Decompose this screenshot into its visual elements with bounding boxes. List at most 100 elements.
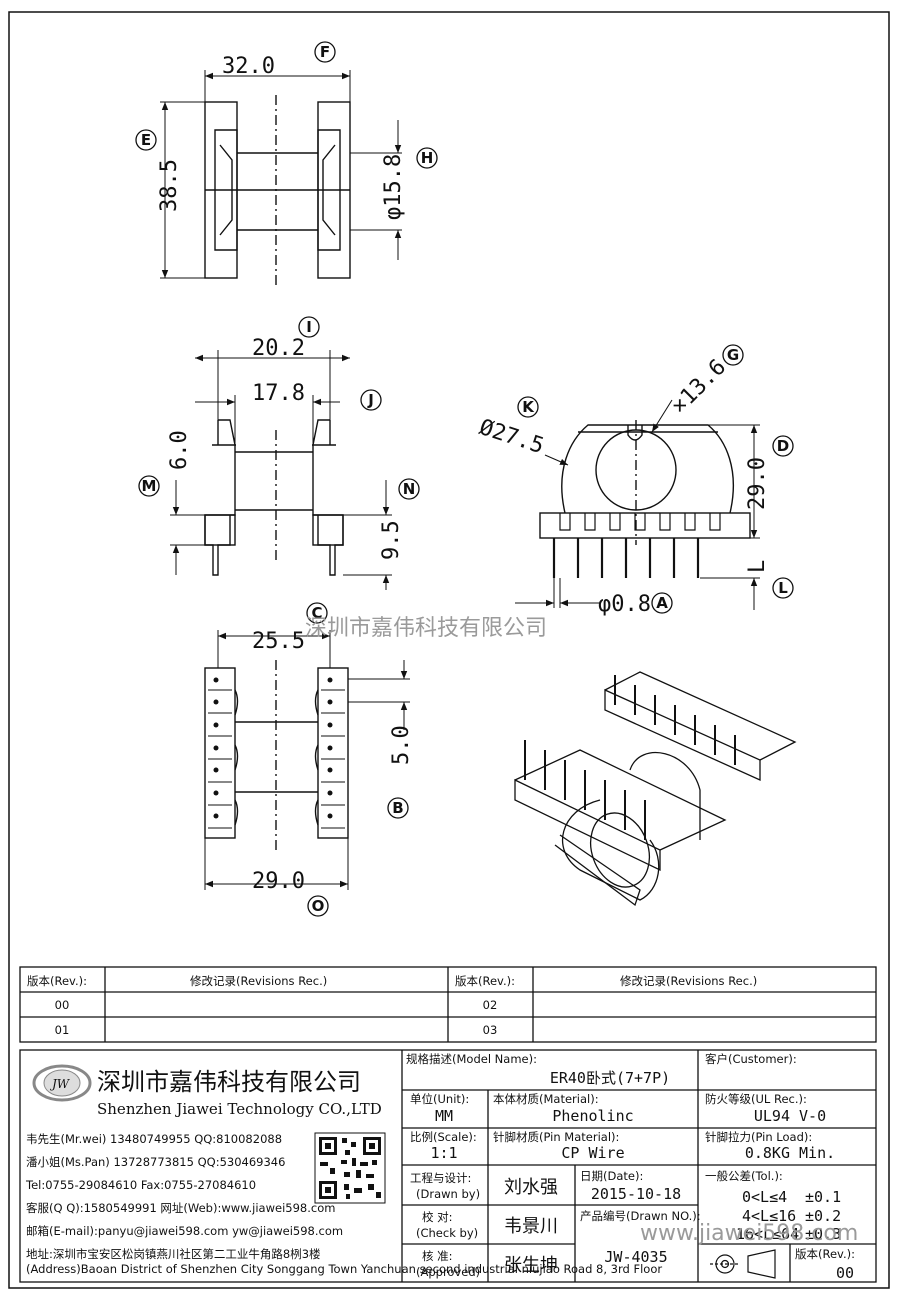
pin-material-value: CP Wire	[561, 1144, 624, 1162]
date-label: 日期(Date):	[580, 1169, 643, 1183]
callout-a: A	[656, 594, 668, 612]
contact-qq-web: 客服(Q Q):1580549991 网址(Web):www.jiawei598…	[26, 1201, 335, 1215]
material-value: Phenolinc	[552, 1107, 633, 1125]
isometric-view	[514, 671, 797, 907]
rev-row-1-rev: 00	[55, 998, 70, 1012]
tol-value-2: ±0.2	[805, 1207, 841, 1225]
callout-i: I	[306, 318, 312, 336]
company-logo: JW	[32, 1064, 92, 1102]
tol-value-3: ±0.3	[805, 1225, 841, 1243]
dim-bottom-top: 25.5	[252, 629, 305, 654]
sheet-border	[8, 11, 890, 1289]
dim-top-diameter: φ15.8	[381, 154, 406, 220]
callout-c: C	[311, 604, 322, 622]
tol-label: 一般公差(Tol.):	[705, 1169, 783, 1183]
dim-side-left: 6.0	[167, 430, 192, 470]
model-value: ER40卧式(7+7P)	[550, 1069, 670, 1087]
callout-e: E	[141, 131, 151, 149]
callout-b: B	[392, 799, 403, 817]
material-label: 本体材质(Material):	[493, 1092, 599, 1106]
top-view	[160, 70, 402, 285]
rev-row-2-rev2: 03	[483, 1023, 498, 1037]
dim-top-width: 32.0	[222, 54, 275, 79]
drawn-label-en: (Drawn by)	[416, 1187, 480, 1201]
dim-front-inner-dia: ×13.6	[667, 355, 732, 420]
address-en: (Address)Baoan District of Shenzhen City…	[26, 1262, 662, 1276]
rev-header-3: 版本(Rev.):	[455, 974, 515, 988]
dim-front-l: L	[745, 560, 770, 573]
revision-table	[19, 966, 877, 1043]
customer-label: 客户(Customer):	[705, 1052, 797, 1066]
dim-bottom-pitch: 5.0	[389, 725, 414, 765]
drawn-value: 刘水强	[504, 1177, 558, 1198]
dim-side-inner: 17.8	[252, 381, 305, 406]
callout-f: F	[320, 43, 330, 61]
company-name-en: Shenzhen Jiawei Technology CO.,LTD	[97, 1100, 382, 1118]
rev-header-2: 修改记录(Revisions Rec.)	[190, 974, 327, 988]
drawn-no-value: JW-4035	[604, 1248, 667, 1266]
ul-value: UL94 V-0	[754, 1107, 826, 1125]
model-label: 规格描述(Model Name):	[406, 1052, 537, 1066]
approved-label: 核 准:	[422, 1249, 453, 1263]
date-value: 2015-10-18	[591, 1185, 681, 1203]
dim-bottom-width: 29.0	[252, 869, 305, 894]
pin-material-label: 针脚材质(Pin Material):	[493, 1130, 619, 1144]
rev-header-4: 修改记录(Revisions Rec.)	[620, 974, 757, 988]
rev-header-1: 版本(Rev.):	[27, 974, 87, 988]
rev-label: 版本(Rev.):	[795, 1247, 855, 1261]
callouts	[135, 41, 794, 917]
callout-k: K	[522, 398, 535, 416]
title-block-grid	[19, 1049, 877, 1283]
unit-label: 单位(Unit):	[410, 1092, 469, 1106]
dim-side-right: 9.5	[379, 520, 404, 560]
drawn-label: 工程与设计:	[410, 1171, 471, 1185]
front-view	[515, 399, 760, 610]
contact-tel: Tel:0755-29084610 Fax:0755-27084610	[25, 1178, 256, 1192]
approved-label-en: (Approved)	[416, 1265, 480, 1279]
ul-label: 防火等级(UL Rec.):	[705, 1092, 807, 1106]
drawn-no-label: 产品编号(Drawn NO.):	[580, 1209, 701, 1223]
scale-value: 1:1	[430, 1144, 457, 1162]
qr-code	[314, 1132, 386, 1204]
check-label: 校 对:	[422, 1210, 453, 1224]
tol-range-1: 0<L≤4	[742, 1188, 787, 1206]
callout-l: L	[778, 579, 788, 597]
contact-wei: 韦先生(Mr.wei) 13480749955 QQ:810082088	[26, 1132, 282, 1146]
callout-h: H	[421, 149, 434, 167]
watermark-url: www.jiawei598.com	[640, 1221, 858, 1246]
rev-row-2-rev: 01	[55, 1023, 70, 1037]
check-value: 韦景川	[504, 1216, 558, 1237]
logo-text: JW	[49, 1077, 71, 1091]
callout-j: J	[367, 391, 374, 409]
callout-o: O	[312, 897, 325, 915]
side-view	[170, 350, 392, 590]
unit-value: MM	[435, 1107, 453, 1125]
callout-g: G	[727, 346, 739, 364]
tol-range-3: 16<L≤64	[736, 1225, 799, 1243]
projection-symbol	[710, 1249, 776, 1279]
pin-load-label: 针脚拉力(Pin Load):	[705, 1130, 812, 1144]
rev-value: 00	[836, 1264, 854, 1282]
tol-range-2: 4<L≤16	[742, 1207, 796, 1225]
check-label-en: (Check by)	[416, 1226, 478, 1240]
dim-front-outer-dia: Ø27.5	[476, 415, 547, 459]
contact-email: 邮箱(E-mail):panyu@jiawei598.com yw@jiawei…	[26, 1224, 343, 1238]
contact-pan: 潘小姐(Ms.Pan) 13728773815 QQ:530469346	[26, 1155, 285, 1169]
dim-front-height: 29.0	[745, 457, 770, 510]
dim-side-outer: 20.2	[252, 336, 305, 361]
dim-pin-diameter: φ0.8	[598, 592, 651, 617]
callout-d: D	[777, 437, 789, 455]
rev-row-1-rev2: 02	[483, 998, 498, 1012]
scale-label: 比例(Scale):	[410, 1130, 477, 1144]
address-cn: 地址:深圳市宝安区松岗镇燕川社区第二工业牛角路8栵3楼	[26, 1247, 321, 1261]
company-name-cn: 深圳市嘉伟科技有限公司	[97, 1068, 361, 1096]
bottom-view	[204, 630, 410, 890]
callout-m: M	[142, 477, 157, 495]
pin-load-value: 0.8KG Min.	[745, 1144, 835, 1162]
dim-top-height: 38.5	[157, 159, 182, 212]
watermark-text: 深圳市嘉伟科技有限公司	[305, 616, 547, 641]
callout-n: N	[403, 480, 416, 498]
approved-value: 张生坤	[504, 1255, 558, 1276]
bottom-view-pins	[213, 677, 333, 819]
